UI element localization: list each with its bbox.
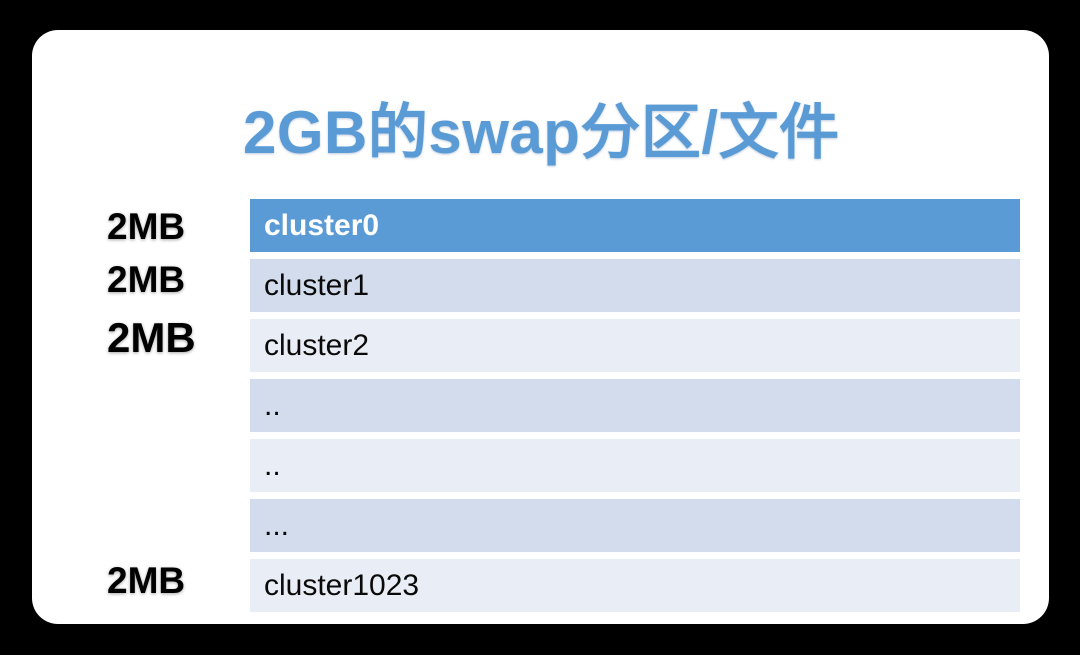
size-label-cluster0: 2MB xyxy=(107,206,186,247)
row-label: .. xyxy=(264,388,281,422)
row-label: cluster1 xyxy=(264,268,370,302)
table-row-ellipsis-3: ... xyxy=(250,499,1020,552)
cluster-table: cluster0 cluster1 cluster2 .. .. ... clu… xyxy=(250,199,1020,619)
size-label-cluster1023: 2MB xyxy=(107,560,186,601)
row-label: cluster2 xyxy=(264,328,370,362)
table-row-cluster1: cluster1 xyxy=(250,259,1020,312)
table-row-ellipsis-1: .. xyxy=(250,379,1020,432)
row-label: cluster0 xyxy=(264,208,380,242)
slide-title: 2GB的swap分区/文件 xyxy=(243,99,840,166)
table-row-ellipsis-2: .. xyxy=(250,439,1020,492)
row-label: .. xyxy=(264,448,281,482)
table-row-cluster2: cluster2 xyxy=(250,319,1020,372)
row-label: cluster1023 xyxy=(264,568,420,602)
size-label-cluster2: 2MB xyxy=(107,314,196,361)
table-row-cluster0: cluster0 xyxy=(250,199,1020,252)
slide-card: 2GB的swap分区/文件 2MB 2MB 2MB 2MB cluster0 c… xyxy=(32,30,1049,624)
size-label-cluster1: 2MB xyxy=(107,259,186,300)
row-label: ... xyxy=(264,508,290,542)
table-row-cluster1023: cluster1023 xyxy=(250,559,1020,612)
